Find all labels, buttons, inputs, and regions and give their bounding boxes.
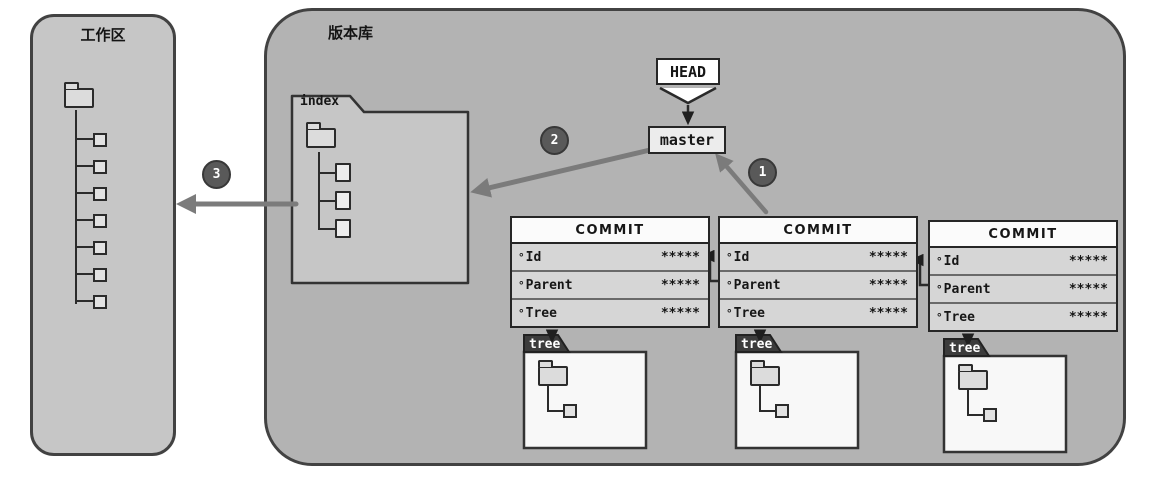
commit-field-key: Tree xyxy=(518,306,557,321)
commit-field-row: Tree ***** xyxy=(720,300,916,326)
workspace-file-icon xyxy=(93,241,107,255)
tree-folder-3 xyxy=(942,338,1068,454)
commit-field-value: ***** xyxy=(1068,309,1108,325)
commit-header: COMMIT xyxy=(720,218,916,244)
arrow-master-to-index xyxy=(470,147,653,198)
tree-file-icon xyxy=(983,408,997,422)
tree-branch-line xyxy=(967,414,983,416)
head-ref-box: HEAD xyxy=(656,58,720,85)
tree-branch-line xyxy=(77,165,93,167)
index-label: index xyxy=(300,94,340,109)
commit-field-row: Id ***** xyxy=(720,244,916,272)
tree-file-icon xyxy=(563,404,577,418)
workspace-file-icon xyxy=(93,187,107,201)
tree-branch-line xyxy=(547,410,563,412)
commit-field-value: ***** xyxy=(660,249,700,265)
workspace-file-icon xyxy=(93,295,107,309)
workspace-file-icon xyxy=(93,133,107,147)
tree-branch-line xyxy=(77,273,93,275)
commit-header: COMMIT xyxy=(930,222,1116,248)
commit-field-value: ***** xyxy=(868,305,908,321)
head-tag-point xyxy=(659,86,717,105)
workspace-file-icon xyxy=(93,268,107,282)
commit-box-2: COMMIT Id ***** Parent ***** Tree ***** xyxy=(718,216,918,328)
workspace-folder-icon xyxy=(63,82,94,108)
commit-field-row: Tree ***** xyxy=(930,304,1116,330)
repository-title: 版本库 xyxy=(328,24,374,42)
tree-branch-line xyxy=(77,192,93,194)
commit-field-row: Id ***** xyxy=(930,248,1116,276)
commit-field-value: ***** xyxy=(868,277,908,293)
workspace-file-icon xyxy=(93,214,107,228)
commit-field-key: Id xyxy=(936,254,960,269)
tree-branch-line xyxy=(77,300,93,302)
commit-field-row: Parent ***** xyxy=(512,272,708,300)
workspace-file-icon xyxy=(93,160,107,174)
commit-header: COMMIT xyxy=(512,218,708,244)
commit-field-key: Parent xyxy=(936,282,991,297)
step-badge-1: 1 xyxy=(748,158,777,187)
tree-tab-label: tree xyxy=(949,341,981,356)
index-file-icon xyxy=(335,191,351,210)
arrow-commit-to-master xyxy=(715,153,769,215)
commit-field-row: Tree ***** xyxy=(512,300,708,326)
tree-folder-2 xyxy=(734,334,860,450)
workspace-title: 工作区 xyxy=(80,26,126,44)
commit-field-key: Id xyxy=(518,250,542,265)
workspace-panel xyxy=(30,14,176,456)
commit-box-3: COMMIT Id ***** Parent ***** Tree ***** xyxy=(928,220,1118,332)
index-file-icon xyxy=(335,219,351,238)
commit-field-row: Parent ***** xyxy=(720,272,916,300)
tree-line xyxy=(967,390,969,414)
index-folder-icon xyxy=(305,122,336,148)
commit-field-key: Parent xyxy=(518,278,573,293)
commit-field-value: ***** xyxy=(868,249,908,265)
tree-branch-line xyxy=(759,410,775,412)
tree-folder-icon xyxy=(537,360,568,386)
tree-line xyxy=(759,386,761,410)
commit-field-key: Id xyxy=(726,250,750,265)
tree-file-icon xyxy=(775,404,789,418)
tree-branch-line xyxy=(77,246,93,248)
tree-folder-icon xyxy=(957,364,988,390)
commit-field-value: ***** xyxy=(660,277,700,293)
tree-folder-icon xyxy=(749,360,780,386)
arrow-commit3-to-parent xyxy=(909,253,928,287)
tree-tab-label: tree xyxy=(529,337,561,352)
workspace-tree-line xyxy=(75,110,77,304)
tree-branch-line xyxy=(320,200,335,202)
step-badge-3: 3 xyxy=(202,160,231,189)
tree-branch-line xyxy=(320,172,335,174)
commit-field-value: ***** xyxy=(1068,281,1108,297)
commit-field-row: Parent ***** xyxy=(930,276,1116,304)
step-badge-2: 2 xyxy=(540,126,569,155)
index-file-icon xyxy=(335,163,351,182)
commit-field-key: Parent xyxy=(726,278,781,293)
commit-field-value: ***** xyxy=(660,305,700,321)
tree-line xyxy=(547,386,549,410)
commit-field-value: ***** xyxy=(1068,253,1108,269)
tree-tab-label: tree xyxy=(741,337,773,352)
index-tree-line xyxy=(318,152,320,230)
commit-box-1: COMMIT Id ***** Parent ***** Tree ***** xyxy=(510,216,710,328)
tree-branch-line xyxy=(320,228,335,230)
tree-branch-line xyxy=(77,219,93,221)
commit-field-row: Id ***** xyxy=(512,244,708,272)
commit-field-key: Tree xyxy=(726,306,765,321)
commit-field-key: Tree xyxy=(936,310,975,325)
tree-branch-line xyxy=(77,138,93,140)
master-branch-box: master xyxy=(648,126,726,154)
